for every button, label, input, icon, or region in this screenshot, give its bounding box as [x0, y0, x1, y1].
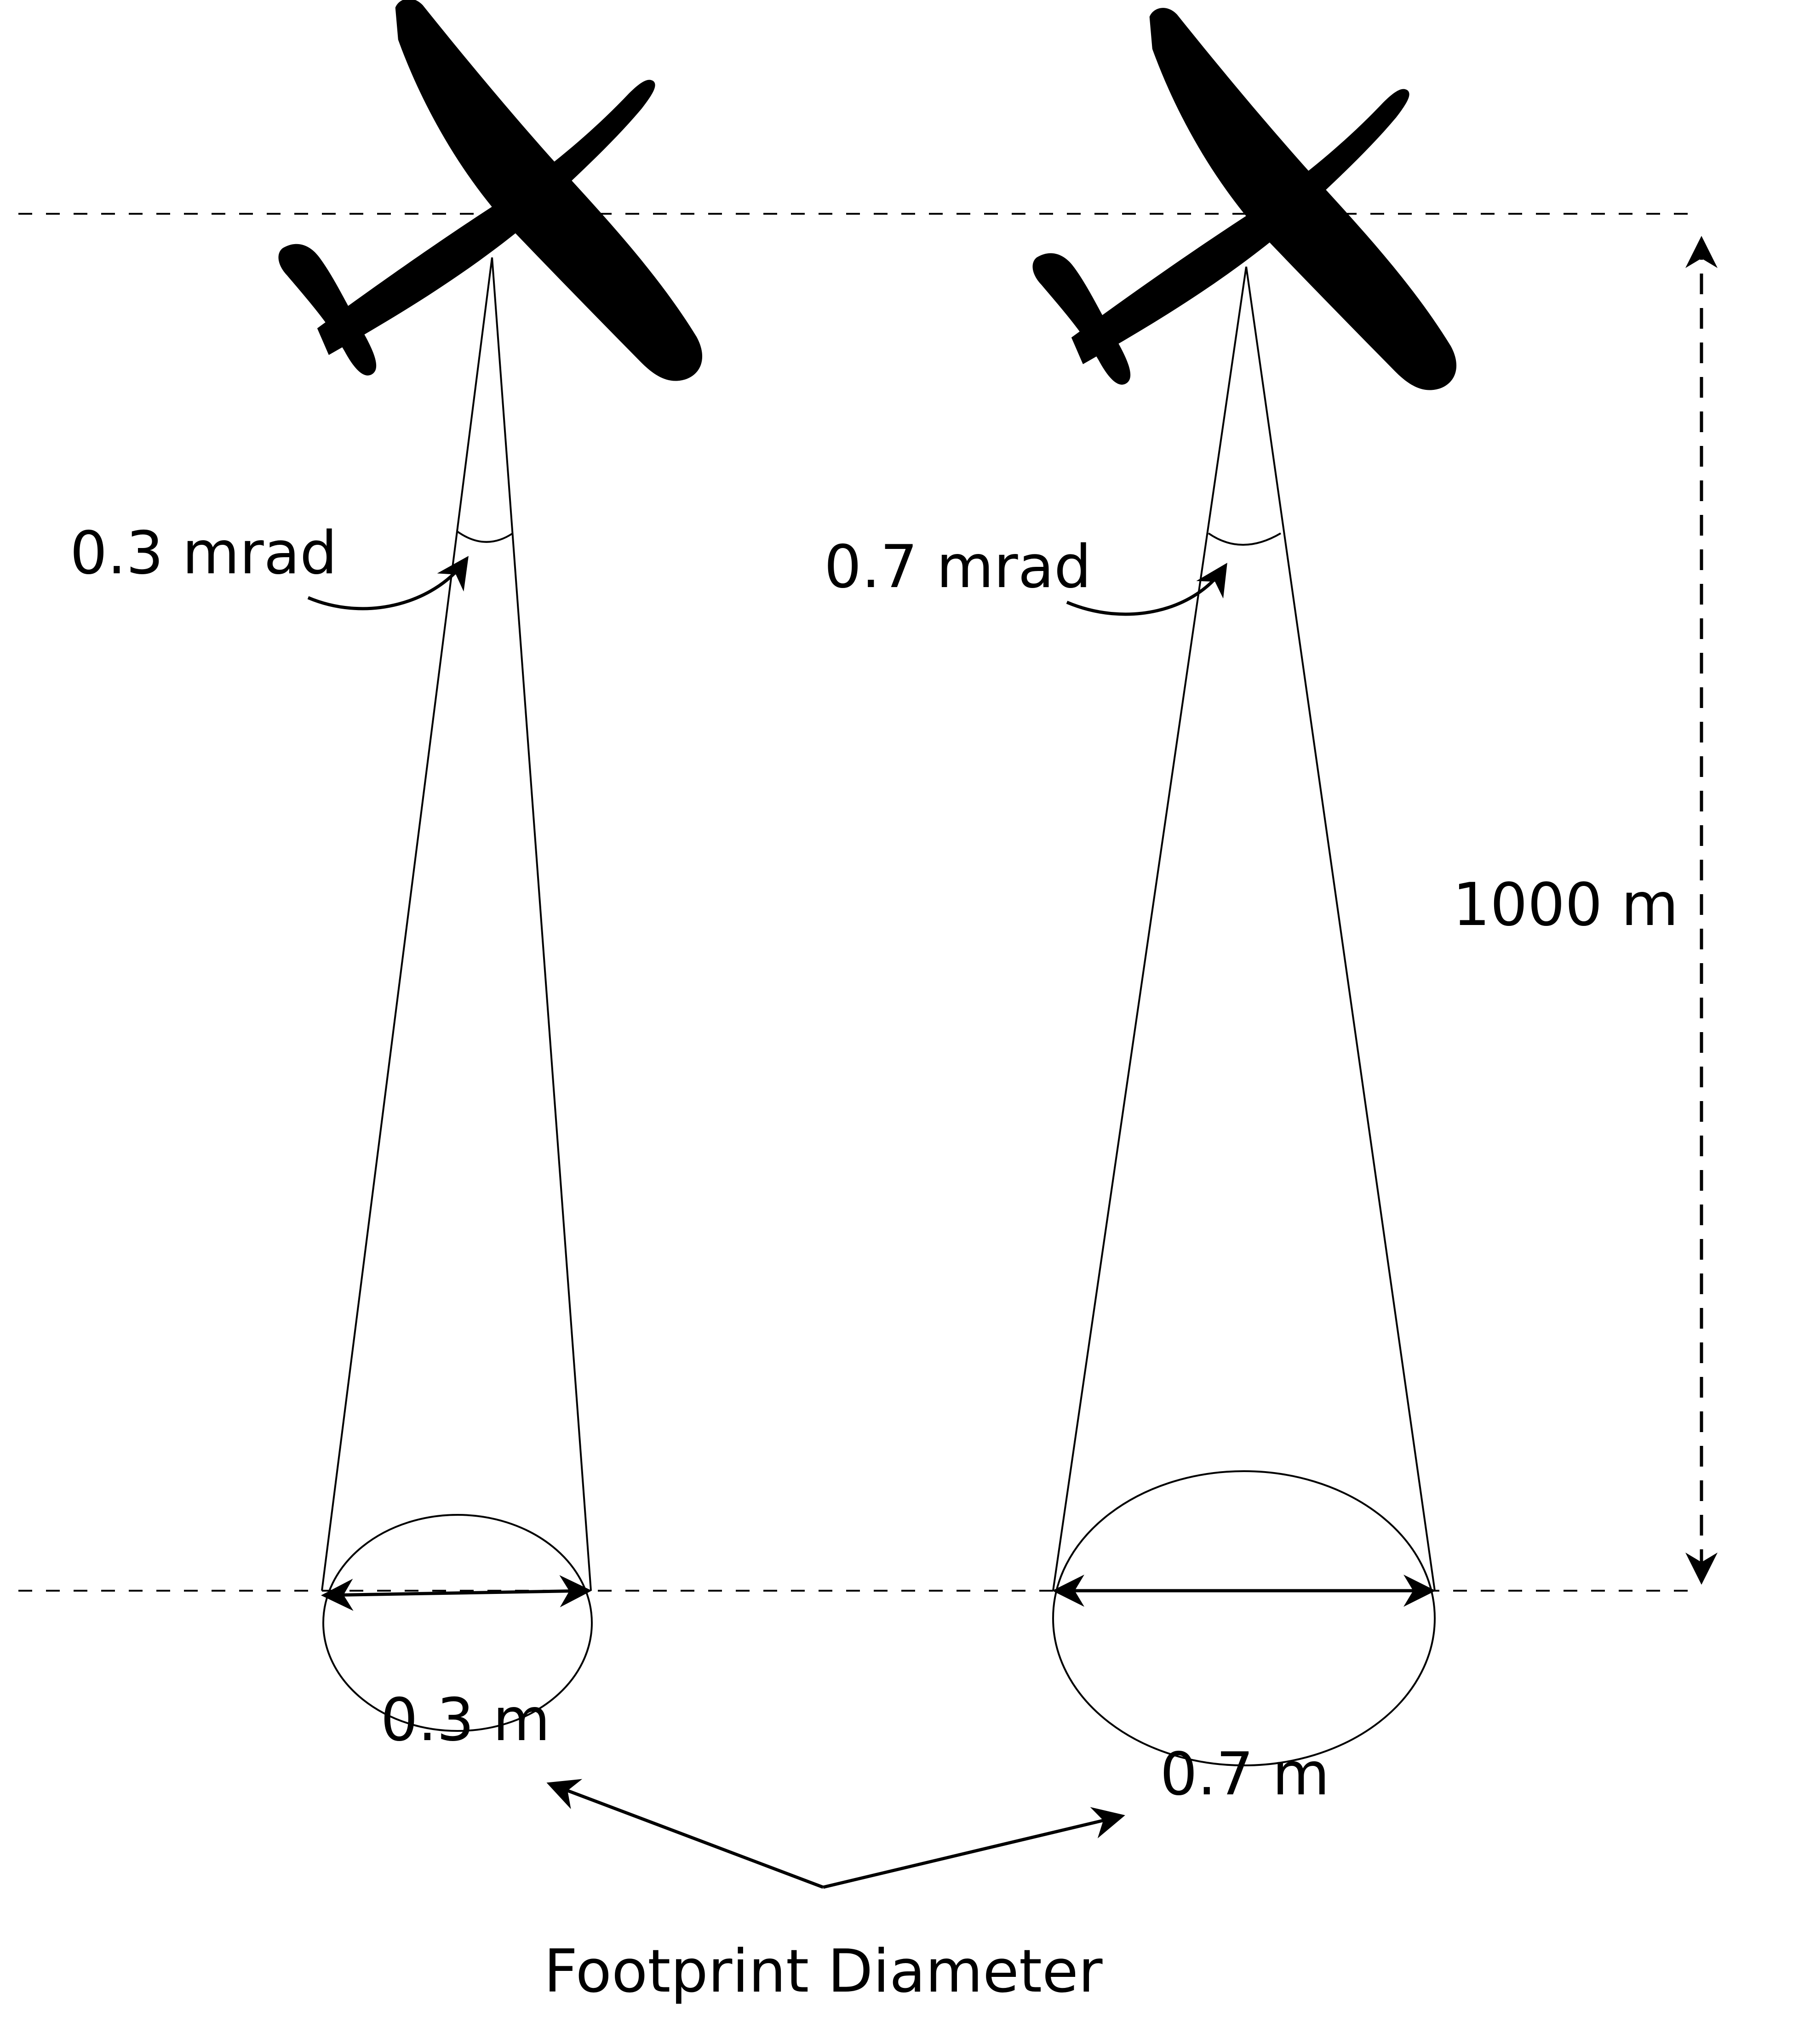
beam-right-angle-label: 0.7 mrad — [824, 533, 1091, 601]
caption-arrow-left — [546, 1779, 824, 1889]
beam-left-angle-arc — [456, 530, 514, 543]
footprint-right-ellipse — [1052, 1470, 1436, 1766]
footprint-left-ellipse — [322, 1514, 593, 1732]
beam-left-angle-pointer — [307, 556, 469, 611]
airplane-silhouette-icon — [1011, 0, 1459, 424]
altitude-label: 1000 m — [1453, 871, 1678, 939]
footprint-left-diameter-arrow — [321, 1575, 592, 1611]
beam-right-angle-pointer — [1066, 563, 1227, 616]
beam-right-angle-arc — [1208, 532, 1282, 546]
footprint-left-label: 0.3 m — [381, 1686, 550, 1754]
caption-arrow-right — [823, 1807, 1125, 1889]
beam-left-angle-label: 0.3 mrad — [70, 519, 337, 588]
beam-left-edge-left — [321, 257, 493, 1591]
footprint-caption: Footprint Diameter — [544, 1937, 1103, 2006]
beam-left-edge-right — [491, 257, 592, 1591]
footprint-right-label: 0.7 m — [1160, 1740, 1330, 1809]
aircraft-right — [1011, 0, 1459, 424]
beam-right-edge-left — [1052, 266, 1247, 1591]
beam-right-edge-right — [1245, 266, 1436, 1591]
